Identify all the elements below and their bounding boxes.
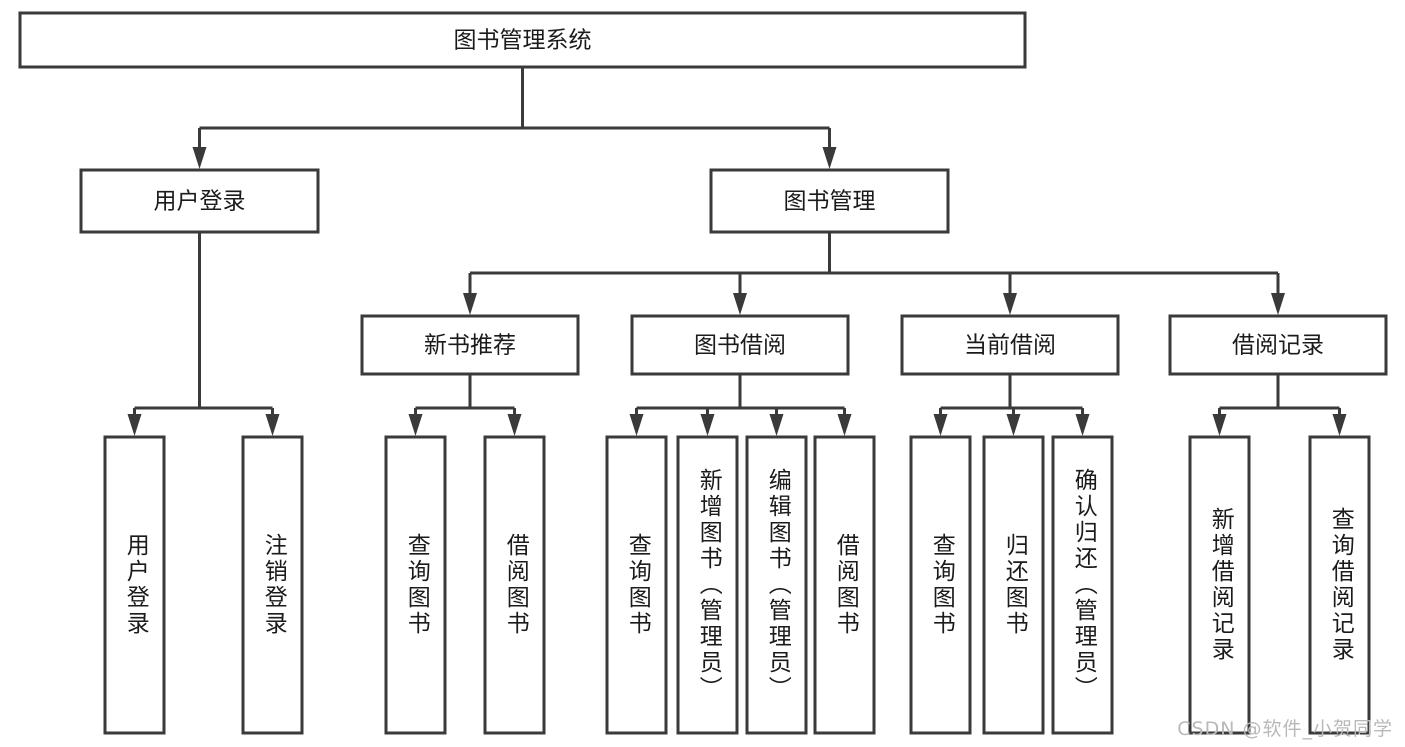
box-layer bbox=[18, 11, 1388, 735]
edge-book-borrow-arrow-2 bbox=[769, 414, 784, 436]
node-leaf-5[interactable] bbox=[676, 435, 739, 735]
node-level2-0-label: 用户登录 bbox=[154, 189, 246, 215]
node-level3-1[interactable] bbox=[630, 314, 850, 376]
node-leaf-10[interactable] bbox=[1051, 435, 1114, 735]
node-level3-0-label: 新书推荐 bbox=[424, 333, 516, 359]
node-leaf-2[interactable] bbox=[384, 435, 447, 735]
edge-book-borrow-arrow-3 bbox=[837, 414, 852, 436]
edge-borrow-record-arrow-1 bbox=[1332, 414, 1347, 436]
edge-book-management-arrow-0 bbox=[463, 293, 477, 315]
node-level3-0[interactable] bbox=[360, 314, 580, 376]
node-level2-1[interactable] bbox=[709, 168, 950, 234]
node-level3-3-label: 借阅记录 bbox=[1232, 333, 1324, 359]
node-leaf-9[interactable] bbox=[982, 435, 1045, 735]
connector-layer bbox=[127, 67, 1347, 436]
node-root[interactable] bbox=[18, 11, 1027, 69]
edge-new-book-arrow-0 bbox=[408, 414, 423, 436]
node-leaf-12[interactable] bbox=[1308, 435, 1371, 735]
node-leaf-3[interactable] bbox=[483, 435, 546, 735]
edge-current-borrow-arrow-1 bbox=[1006, 414, 1021, 436]
edge-book-management-arrow-1 bbox=[733, 293, 747, 315]
node-level3-2[interactable] bbox=[900, 314, 1120, 376]
edge-book-borrow-arrow-0 bbox=[629, 414, 644, 436]
node-leaf-6[interactable] bbox=[745, 435, 808, 735]
edge-current-borrow-arrow-0 bbox=[933, 414, 948, 436]
node-leaf-11[interactable] bbox=[1188, 435, 1251, 735]
node-leaf-0[interactable] bbox=[103, 435, 166, 735]
edge-current-borrow-arrow-2 bbox=[1075, 414, 1090, 436]
node-root-label: 图书管理系统 bbox=[454, 28, 592, 54]
edge-root-arrow-0 bbox=[192, 147, 207, 169]
node-leaf-1[interactable] bbox=[241, 435, 304, 735]
edge-new-book-arrow-1 bbox=[507, 414, 522, 436]
edge-book-borrow-arrow-1 bbox=[700, 414, 715, 436]
node-leaf-8[interactable] bbox=[909, 435, 972, 735]
watermark-text: CSDN @软件_小贺同学 bbox=[1177, 718, 1393, 740]
edge-borrow-record-arrow-0 bbox=[1212, 414, 1227, 436]
edge-user-login-arrow-0 bbox=[127, 414, 142, 436]
edge-book-management-arrow-2 bbox=[1003, 293, 1017, 315]
edge-book-management-arrow-3 bbox=[1271, 293, 1285, 315]
edge-user-login-arrow-1 bbox=[265, 414, 280, 436]
node-level3-1-label: 图书借阅 bbox=[694, 333, 786, 359]
node-leaf-4[interactable] bbox=[605, 435, 668, 735]
node-level3-3[interactable] bbox=[1168, 314, 1388, 376]
node-leaf-7[interactable] bbox=[813, 435, 876, 735]
edge-root-arrow-1 bbox=[822, 147, 837, 169]
node-level2-1-label: 图书管理 bbox=[784, 189, 876, 215]
node-level3-2-label: 当前借阅 bbox=[964, 333, 1056, 359]
node-level2-0[interactable] bbox=[79, 168, 320, 234]
